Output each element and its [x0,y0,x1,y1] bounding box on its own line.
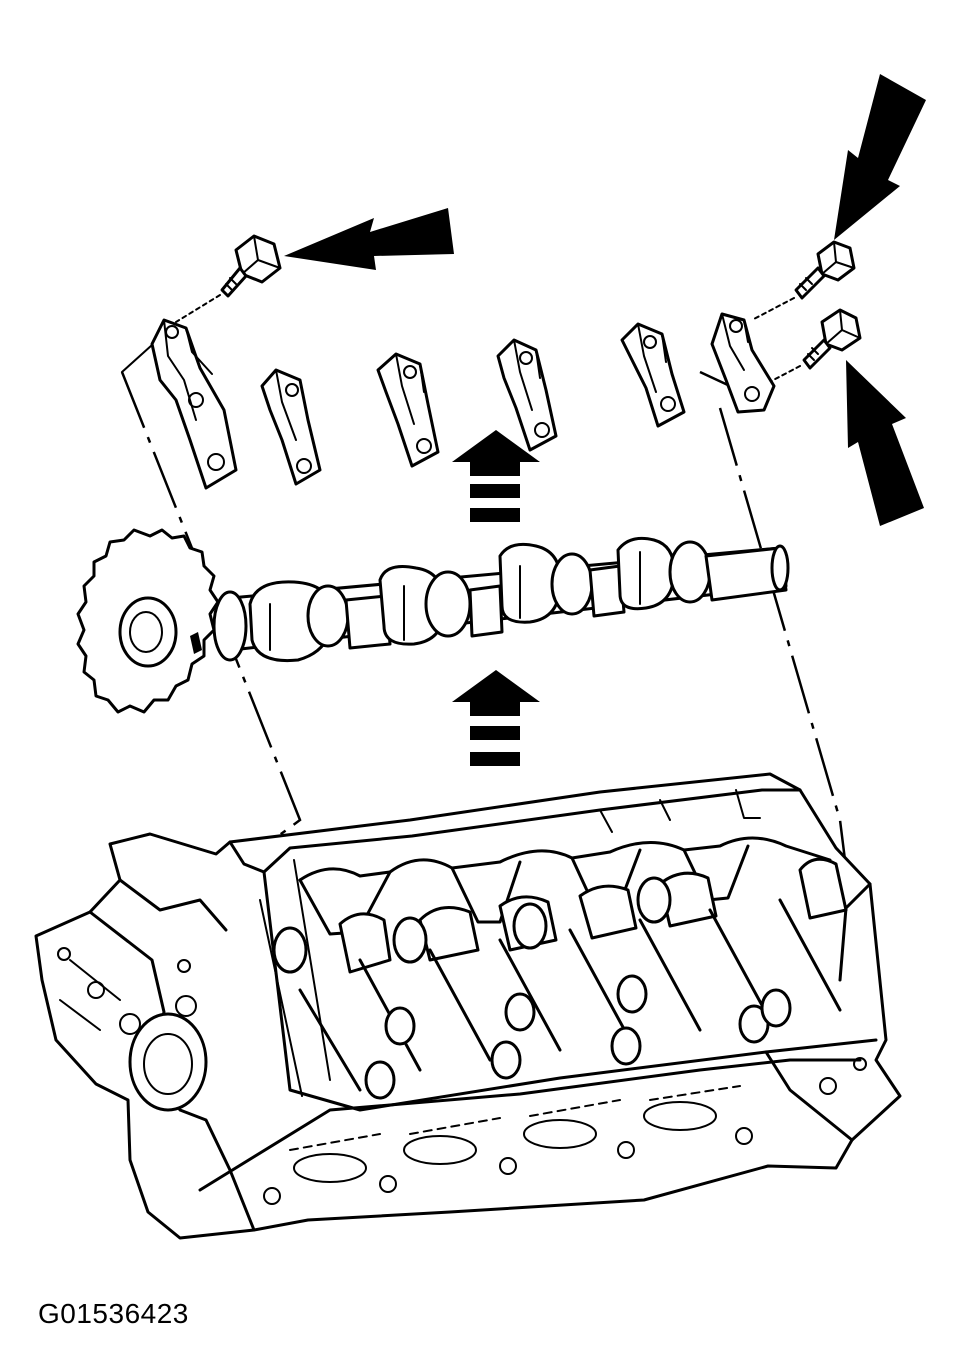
left-bolt-arrow [284,208,454,270]
head-front-face [57,878,256,1232]
upper-left-bolt [175,234,282,323]
head-valve-train [272,876,842,1100]
upper-right-bolt [751,240,856,321]
head-bottom-flange [198,1058,862,1205]
bearing-cap-2 [260,368,322,486]
lower-right-bolt-arrow [846,360,924,526]
bearing-cap-5 [620,322,686,428]
head-rear-end [599,789,872,1142]
bearing-cap-4 [496,338,558,452]
bearing-cap-6 [710,312,776,414]
cylinder-head [34,772,902,1240]
bearing-cap-1 [150,318,238,490]
camshaft [76,528,790,714]
camshaft-lift-arrow [452,670,540,766]
bearing-cap-3 [376,352,440,468]
cap-lift-arrow [452,430,540,522]
top-right-bolt-arrow [834,74,926,240]
camshaft-sprocket [76,528,220,714]
right-bolt [761,308,862,387]
figure-code: G01536423 [38,1298,189,1329]
